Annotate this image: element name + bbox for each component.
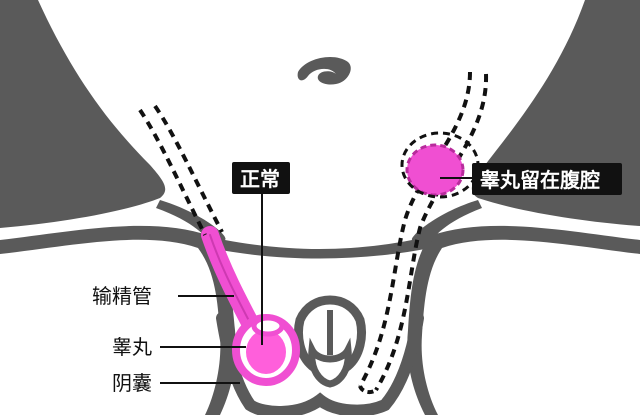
label-normal: 正常 [232, 162, 290, 345]
label-vas-deferens: 输精管 [92, 284, 234, 308]
label-testis: 睾丸 [112, 335, 246, 359]
undescended-dashed-inner [374, 73, 489, 392]
label-undescended: 睾丸留在腹腔 [440, 163, 622, 195]
epididymis [251, 315, 285, 337]
scrotum-outline [216, 312, 424, 415]
left-thigh-inner [0, 239, 221, 415]
testis-normal-core [246, 330, 286, 374]
right-thigh-inner [421, 239, 640, 415]
label-vas-deferens-text: 输精管 [92, 284, 152, 308]
scrotum-dashed-right [358, 385, 378, 395]
label-scrotum: 阴囊 [112, 371, 240, 395]
label-undescended-text: 睾丸留在腹腔 [480, 168, 600, 192]
label-normal-text: 正常 [240, 167, 280, 191]
testis-abdominal [405, 143, 465, 197]
label-testis-text: 睾丸 [112, 335, 152, 359]
label-scrotum-text: 阴囊 [112, 371, 152, 395]
glans-outline [308, 337, 352, 388]
undescended-testis-group [358, 71, 489, 395]
inguinal-dashed-left-outer [138, 108, 207, 236]
navel [297, 57, 351, 85]
left-torso-edge [0, 0, 166, 228]
inguinal-dashed-left-inner [153, 104, 224, 233]
label-normal-box [232, 162, 290, 194]
label-undescended-box [472, 163, 622, 195]
